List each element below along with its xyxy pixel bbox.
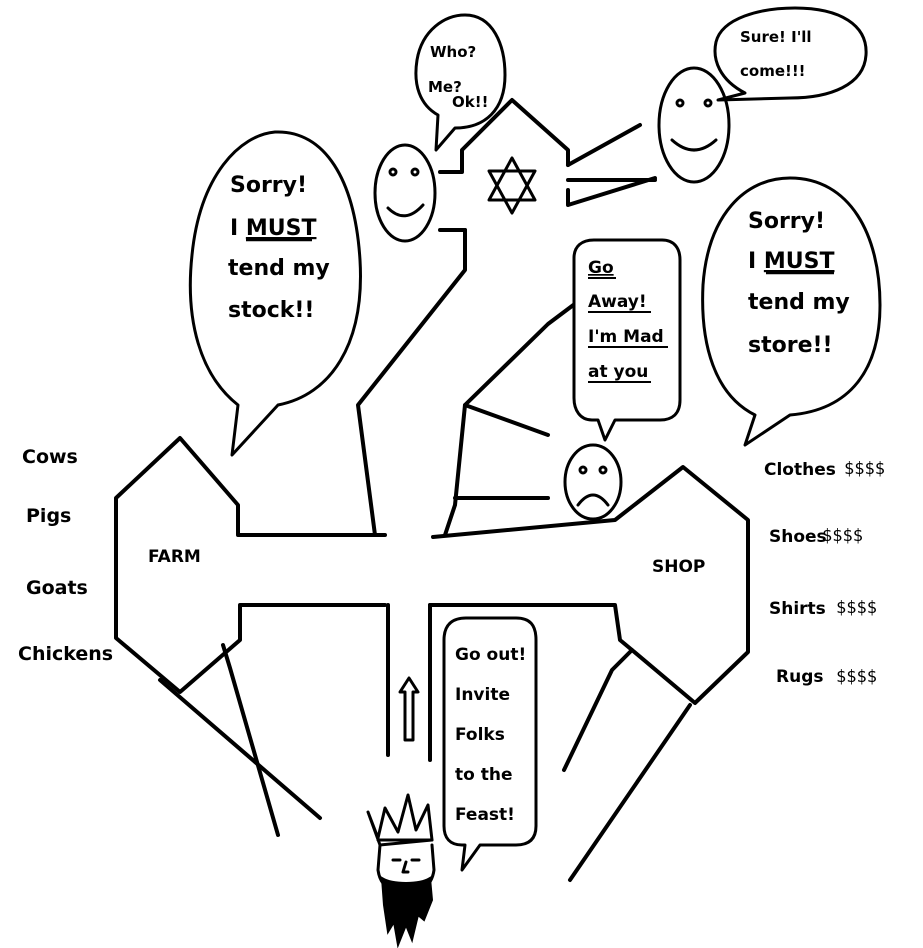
shop-item-price: $$$$ (844, 459, 885, 479)
farmer-line-2: I MUST (230, 216, 316, 241)
up-arrow-icon (398, 676, 420, 742)
who-line-2: Me? (428, 78, 462, 96)
shopkeeper-line-4: store!! (748, 333, 833, 358)
star-of-david-icon (487, 156, 537, 215)
mad-line-1: Go (588, 258, 614, 278)
king-line-5: Feast! (455, 805, 515, 825)
king-line-1: Go out! (455, 645, 526, 665)
farm-items-list: Cows Pigs Goats Chickens (18, 446, 113, 665)
smiley-face-icon (657, 66, 731, 184)
who-line-1: Who? (430, 43, 476, 61)
roads (114, 98, 750, 882)
sure-line-2: come!!! (740, 62, 806, 80)
mad-line-4: at you (588, 362, 648, 382)
shopkeeper-speech-bubble: Sorry! I MUST tend my store!! (701, 176, 882, 447)
frowning-face-icon (563, 443, 623, 521)
sure-speech-bubble: Sure! I'll come!!! (713, 6, 868, 102)
shop-item-name: Shoes (769, 527, 827, 547)
farmer-speech-bubble: Sorry! I MUST tend my stock!! (188, 130, 362, 457)
king-line-4: to the (455, 765, 512, 785)
shop-item-name: Rugs (776, 667, 823, 687)
who-line-3: Ok!! (452, 93, 488, 111)
sure-line-1: Sure! I'll (740, 28, 812, 46)
farm-label: FARM (148, 547, 201, 567)
farm-building-outline (114, 436, 387, 694)
shopkeeper-line-2: I MUST (748, 249, 834, 274)
shop-item-price: $$$$ (822, 526, 863, 546)
smiley-face-icon (373, 143, 437, 243)
king-speech-bubble: Go out! Invite Folks to the Feast! (442, 616, 538, 872)
who-speech-bubble: Who? Me? Ok!! (414, 13, 507, 152)
farmer-line-4: stock!! (228, 298, 314, 323)
shop-item-name: Clothes (764, 460, 836, 480)
shop-items-list: Clothes $$$$ Shoes $$$$ Shirts $$$$ Rugs… (764, 459, 885, 687)
farm-item: Goats (26, 577, 88, 599)
shop-item-name: Shirts (769, 599, 826, 619)
king-line-3: Folks (455, 725, 505, 745)
shopkeeper-line-1: Sorry! (748, 209, 825, 234)
king-icon (366, 793, 436, 948)
farm-item: Cows (22, 446, 78, 468)
shop-item-price: $$$$ (836, 667, 877, 687)
farmer-line-1: Sorry! (230, 173, 307, 198)
farm-item: Chickens (18, 643, 113, 665)
shopkeeper-line-3: tend my (748, 290, 850, 315)
mad-line-3: I'm Mad (588, 327, 664, 347)
temple-outline (438, 98, 570, 174)
mad-speech-bubble: Go Away! I'm Mad at you (572, 238, 682, 442)
farmer-line-3: tend my (228, 256, 330, 281)
shop-item-price: $$$$ (836, 598, 877, 618)
shop-building-outline (428, 465, 750, 705)
mad-line-2: Away! (588, 292, 647, 312)
king-line-2: Invite (455, 685, 510, 705)
farm-item: Pigs (26, 505, 71, 527)
shop-label: SHOP (652, 557, 705, 577)
